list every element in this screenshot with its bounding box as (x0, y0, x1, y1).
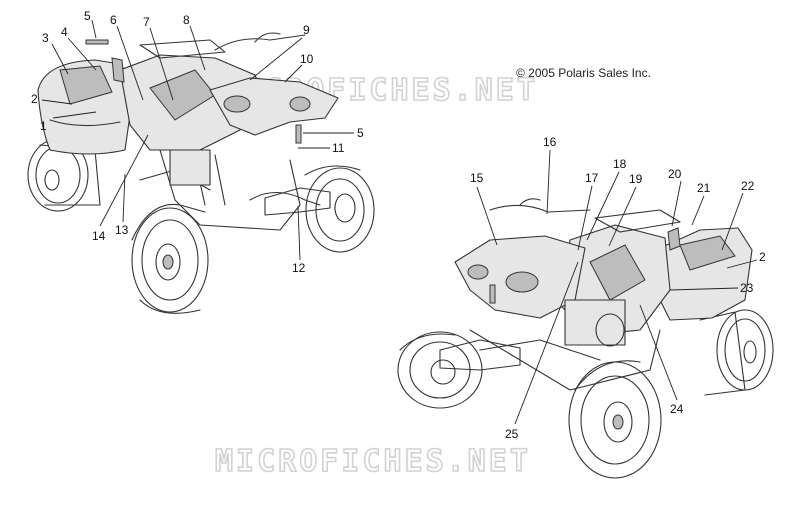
atv-right-front-tire-near (397, 331, 483, 409)
callout-15: 15 (470, 171, 484, 185)
callout-7: 7 (143, 15, 150, 29)
leader-lines (41, 19, 758, 425)
atv-right-rear-tire (699, 309, 774, 396)
callout-12: 12 (292, 261, 306, 275)
callout-4: 4 (61, 25, 68, 39)
callout-2-right: 2 (759, 250, 766, 264)
callout-17: 17 (585, 171, 599, 185)
callout-23: 23 (740, 281, 754, 295)
callout-13: 13 (115, 223, 129, 237)
atv-right-drawing (397, 198, 774, 479)
atv-left-front-tire-near (131, 203, 209, 314)
callout-9: 9 (303, 23, 310, 37)
callout-16: 16 (543, 135, 557, 149)
atv-left-drawing (27, 32, 375, 314)
atv-left-front-fender (209, 77, 339, 136)
callout-21: 21 (697, 181, 711, 195)
callout-6: 6 (110, 13, 117, 27)
callout-labels: 1 2 3 4 5 6 7 8 9 10 5 11 12 13 14 15 16… (31, 9, 766, 441)
callout-24: 24 (670, 402, 684, 416)
callout-20: 20 (668, 167, 682, 181)
callout-2: 2 (31, 92, 38, 106)
atv-right-rear-tire-near (568, 360, 662, 479)
callout-22: 22 (741, 179, 755, 193)
callout-5-right: 5 (357, 126, 364, 140)
callout-25: 25 (505, 427, 519, 441)
callout-8: 8 (183, 13, 190, 27)
callout-19: 19 (629, 172, 643, 186)
callout-14: 14 (92, 229, 106, 243)
copyright-notice: © 2005 Polaris Sales Inc. (516, 66, 651, 80)
callout-11: 11 (332, 141, 345, 155)
watermark-bottom: MICROFICHES.NET (215, 444, 531, 479)
atv-left-front-tire-far (304, 165, 375, 253)
callout-1: 1 (40, 119, 47, 133)
callout-3: 3 (42, 31, 49, 45)
callout-10: 10 (300, 52, 314, 66)
callout-5: 5 (84, 9, 91, 23)
callout-18: 18 (613, 157, 627, 171)
